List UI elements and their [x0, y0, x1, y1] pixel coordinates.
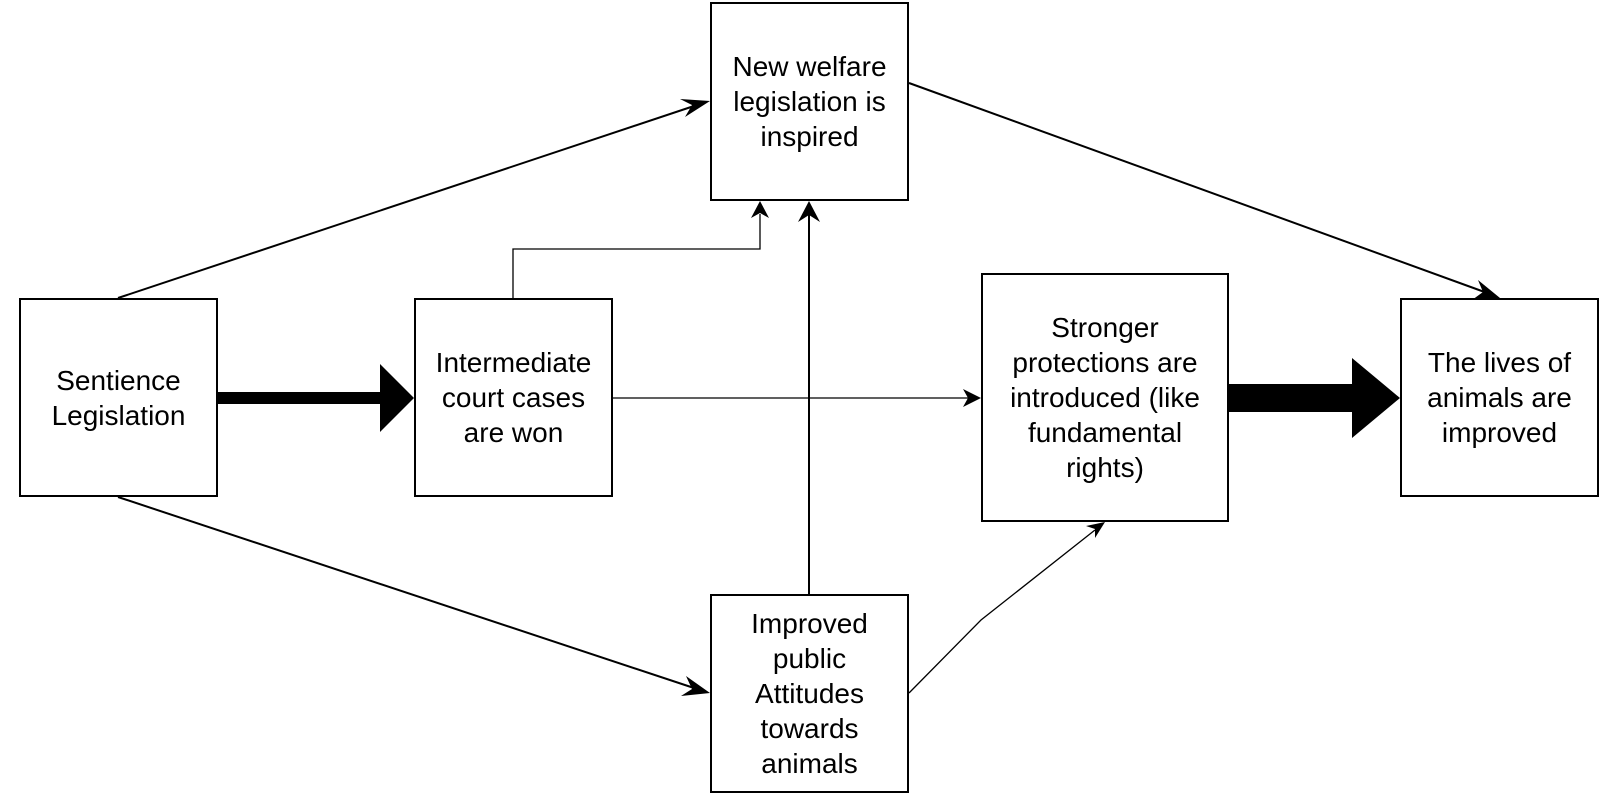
edge-sentience-to-attitudes-arrowhead	[681, 676, 710, 696]
node-lives-of-animals-improved-label: The lives of animals are improved	[1427, 347, 1572, 448]
node-new-welfare-legislation-label: New welfare legislation is inspired	[732, 51, 887, 152]
node-lives-of-animals-improved: The lives of animals are improved	[1400, 298, 1599, 497]
edge-sentience-to-welfare-arrowhead	[680, 99, 710, 117]
node-improved-public-attitudes: Improved public Attitudes towards animal…	[710, 594, 909, 793]
edge-welfare-to-lives-line	[908, 82, 1491, 295]
edge-court-to-protections-arrowhead	[963, 389, 981, 407]
edge-court-to-welfare-arrowhead	[751, 201, 769, 218]
edge-attitudes-to-welfare-arrowhead	[798, 201, 820, 222]
node-sentience-legislation-label: Sentience Legislation	[51, 364, 186, 431]
edge-attitudes-to-protections-line	[908, 529, 1096, 694]
edge-protections-to-lives-arrow	[1229, 358, 1400, 438]
node-intermediate-court-cases: Intermediate court cases are won	[414, 298, 613, 497]
node-new-welfare-legislation: New welfare legislation is inspired	[710, 2, 909, 201]
node-sentience-legislation: Sentience Legislation	[19, 298, 218, 497]
edge-sentience-to-attitudes-line	[117, 496, 701, 691]
edge-attitudes-to-protections-arrowhead	[1086, 522, 1105, 538]
edge-court-to-welfare-line	[512, 214, 761, 298]
node-stronger-protections: Stronger protections are introduced (lik…	[981, 273, 1229, 522]
edge-sentience-to-welfare-line	[117, 103, 701, 299]
node-stronger-protections-label: Stronger protections are introduced (lik…	[1010, 312, 1200, 483]
node-intermediate-court-cases-label: Intermediate court cases are won	[435, 347, 592, 448]
edge-sentience-to-court-arrow	[218, 364, 414, 432]
node-improved-public-attitudes-label: Improved public Attitudes towards animal…	[751, 608, 868, 779]
edge-welfare-to-lives-arrowhead	[1472, 280, 1500, 300]
